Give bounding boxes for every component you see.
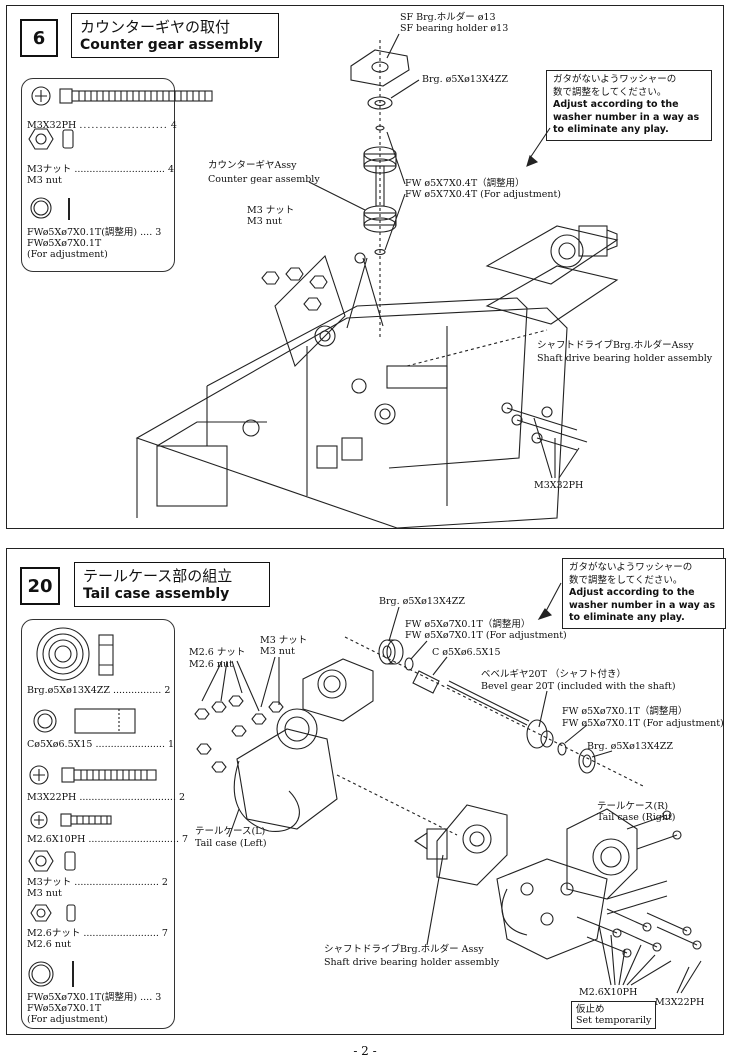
label-tail-right-en: Tail case (Right) bbox=[597, 812, 676, 823]
note-jp: ガタがないようワッシャーの bbox=[553, 74, 677, 85]
label-collar: C ø5Xø6.5X15 bbox=[432, 647, 501, 658]
step-20-panel: 20 テールケース部の組立 Tail case assembly Brg.ø5X… bbox=[6, 548, 726, 1035]
label-m26-screw: M2.6X10PH bbox=[579, 987, 638, 998]
part-m26-nut: M2.6ナット ......................... 7 bbox=[27, 928, 168, 939]
label-sf-holder-en: SF bearing holder ø13 bbox=[400, 23, 509, 34]
label-shaft-holder-en: Shaft drive bearing holder assembly bbox=[537, 353, 713, 364]
page-number: - 2 - bbox=[353, 1044, 377, 1058]
part-qty: 3 bbox=[155, 227, 162, 238]
part-name: M3ナット bbox=[27, 164, 72, 175]
label-m26-nut-jp: M2.6 ナット bbox=[189, 647, 246, 658]
part-name: M2.6ナット bbox=[27, 928, 81, 939]
part-qty: 1 bbox=[167, 739, 175, 750]
note-en: to eliminate any play. bbox=[569, 612, 685, 623]
label-m3-nut-en: M3 nut bbox=[260, 646, 295, 657]
part-qty: 2 bbox=[164, 685, 171, 696]
part-m3x32ph: M3X32PH ...................... 4 bbox=[27, 120, 177, 131]
label-fw-top-jp: FW ø5Xø7X0.1T（調整用） bbox=[405, 619, 531, 630]
part-name: Brg.ø5Xø13X4ZZ bbox=[27, 685, 110, 696]
part-qty: 7 bbox=[182, 834, 189, 845]
temp-en: Set temporarily bbox=[576, 1015, 652, 1026]
part-name: FWø5Xø7X0.1T(調整用) bbox=[27, 992, 138, 1003]
part-sub: FWø5Xø7X0.1T bbox=[27, 238, 102, 249]
part-sub: FWø5Xø7X0.1T bbox=[27, 1003, 102, 1014]
label-m3-screw: M3X22PH bbox=[655, 997, 705, 1008]
note-en: washer number in a way as bbox=[569, 599, 716, 611]
label-shaft-holder-jp: シャフトドライブBrg.ホルダー Assy bbox=[324, 944, 484, 955]
label-counter-gear-jp: カウンターギヤAssy bbox=[208, 160, 297, 171]
part-sub: M3 nut bbox=[27, 175, 62, 186]
label-shaft-holder-jp: シャフトドライブBrg.ホルダーAssy bbox=[537, 340, 694, 351]
part-m3-nut: M3ナット .............................. 4 bbox=[27, 164, 174, 175]
parts-list bbox=[21, 78, 175, 272]
parts-list bbox=[21, 619, 175, 1029]
label-bearing: Brg. ø5Xø13X4ZZ bbox=[422, 74, 508, 85]
label-fw-jp: FW ø5X7X0.4T（調整用） bbox=[405, 178, 525, 189]
part-qty: 7 bbox=[161, 928, 168, 939]
note-jp: 数で調整をしてください。 bbox=[569, 574, 683, 586]
label-counter-gear-en: Counter gear assembly bbox=[208, 174, 320, 185]
label-m3-nut-jp: M3 ナット bbox=[260, 635, 308, 646]
note-jp: 数で調整をしてください。 bbox=[553, 86, 667, 98]
note-en: Adjust according to the bbox=[553, 99, 679, 110]
part-qty: 2 bbox=[179, 792, 186, 803]
part-name: M2.6X10PH bbox=[27, 834, 86, 845]
part-bearing: Brg.ø5Xø13X4ZZ ................ 2 bbox=[27, 685, 171, 696]
label-m3-nut-en: M3 nut bbox=[247, 216, 282, 227]
note-en: washer number in a way as bbox=[553, 111, 700, 123]
step-number: 20 bbox=[20, 567, 60, 605]
part-m3x22ph: M3X22PH ................................… bbox=[27, 792, 186, 803]
part-sub: M3 nut bbox=[27, 888, 62, 899]
note-en: to eliminate any play. bbox=[553, 124, 669, 135]
temp-jp: 仮止め bbox=[576, 1004, 605, 1015]
note-jp: ガタがないようワッシャーの bbox=[569, 562, 693, 573]
label-sf-holder-jp: SF Brg.ホルダー ø13 bbox=[400, 12, 496, 23]
part-qty: 3 bbox=[155, 992, 162, 1003]
label-bevel-en: Bevel gear 20T (included with the shaft) bbox=[481, 681, 676, 692]
part-sub: M2.6 nut bbox=[27, 939, 71, 950]
part-qty: 4 bbox=[167, 164, 174, 175]
part-sub: (For adjustment) bbox=[27, 249, 108, 260]
part-name: M3X22PH bbox=[27, 792, 77, 803]
part-name: FWø5Xø7X0.1T(調整用) bbox=[27, 227, 138, 238]
step-6-panel: 6 カウンターギヤの取付 Counter gear assembly M3X32… bbox=[6, 5, 724, 529]
part-qty: 2 bbox=[161, 877, 168, 888]
adjustment-note: ガタがないようワッシャーの 数で調整をしてください。 Adjust accord… bbox=[546, 70, 712, 141]
label-fw-en: FW ø5X7X0.4T (For adjustment) bbox=[405, 189, 562, 200]
part-fw-washer: FWø5Xø7X0.1T(調整用) .... 3 bbox=[27, 992, 162, 1003]
part-name: M3X32PH bbox=[27, 120, 77, 131]
title-jp: カウンターギヤの取付 bbox=[80, 18, 231, 36]
label-shaft-holder-en: Shaft drive bearing holder assembly bbox=[324, 957, 500, 968]
part-m26x10ph: M2.6X10PH ..............................… bbox=[27, 834, 189, 845]
temporary-set-box: 仮止め Set temporarily bbox=[571, 1001, 657, 1029]
counter-gear-drawing bbox=[28, 33, 619, 528]
title-jp: テールケース部の組立 bbox=[83, 567, 233, 585]
label-fw-mid-jp: FW ø5Xø7X0.1T（調整用） bbox=[562, 706, 688, 717]
tail-case-drawing bbox=[28, 582, 702, 994]
label-tail-left-en: Tail case (Left) bbox=[195, 838, 267, 849]
part-name: M3ナット bbox=[27, 877, 72, 888]
title-en: Tail case assembly bbox=[83, 586, 230, 602]
label-bearing-mid: Brg. ø5Xø13X4ZZ bbox=[587, 741, 673, 752]
part-sub: (For adjustment) bbox=[27, 1014, 108, 1025]
label-bevel-jp: ベベルギヤ20T （シャフト付き） bbox=[481, 669, 626, 680]
step-title: テールケース部の組立 Tail case assembly bbox=[74, 562, 270, 607]
step-title: カウンターギヤの取付 Counter gear assembly bbox=[71, 13, 279, 58]
label-tail-right-jp: テールケース(R) bbox=[597, 801, 669, 812]
part-collar: Cø5Xø6.5X15 ....................... 1 bbox=[27, 739, 175, 750]
adjustment-note: ガタがないようワッシャーの 数で調整をしてください。 Adjust accord… bbox=[562, 558, 726, 629]
part-qty: 4 bbox=[170, 120, 177, 131]
label-fw-mid-en: FW ø5Xø7X0.1T (For adjustment) bbox=[562, 718, 724, 729]
label-fw-top-en: FW ø5Xø7X0.1T (For adjustment) bbox=[405, 630, 567, 641]
label-bearing-top: Brg. ø5Xø13X4ZZ bbox=[379, 596, 465, 607]
part-name: Cø5Xø6.5X15 bbox=[27, 739, 93, 750]
part-fw-washer: FWø5Xø7X0.1T(調整用) .... 3 bbox=[27, 227, 162, 238]
label-tail-left-jp: テールケース(L) bbox=[195, 826, 266, 837]
part-m3-nut: M3ナット ............................ 2 bbox=[27, 877, 168, 888]
label-m26-nut-en: M2.6 nut bbox=[189, 659, 233, 670]
title-en: Counter gear assembly bbox=[80, 37, 263, 53]
label-m3-nut-jp: M3 ナット bbox=[247, 205, 295, 216]
step-number: 6 bbox=[20, 19, 58, 57]
note-en: Adjust according to the bbox=[569, 587, 695, 598]
